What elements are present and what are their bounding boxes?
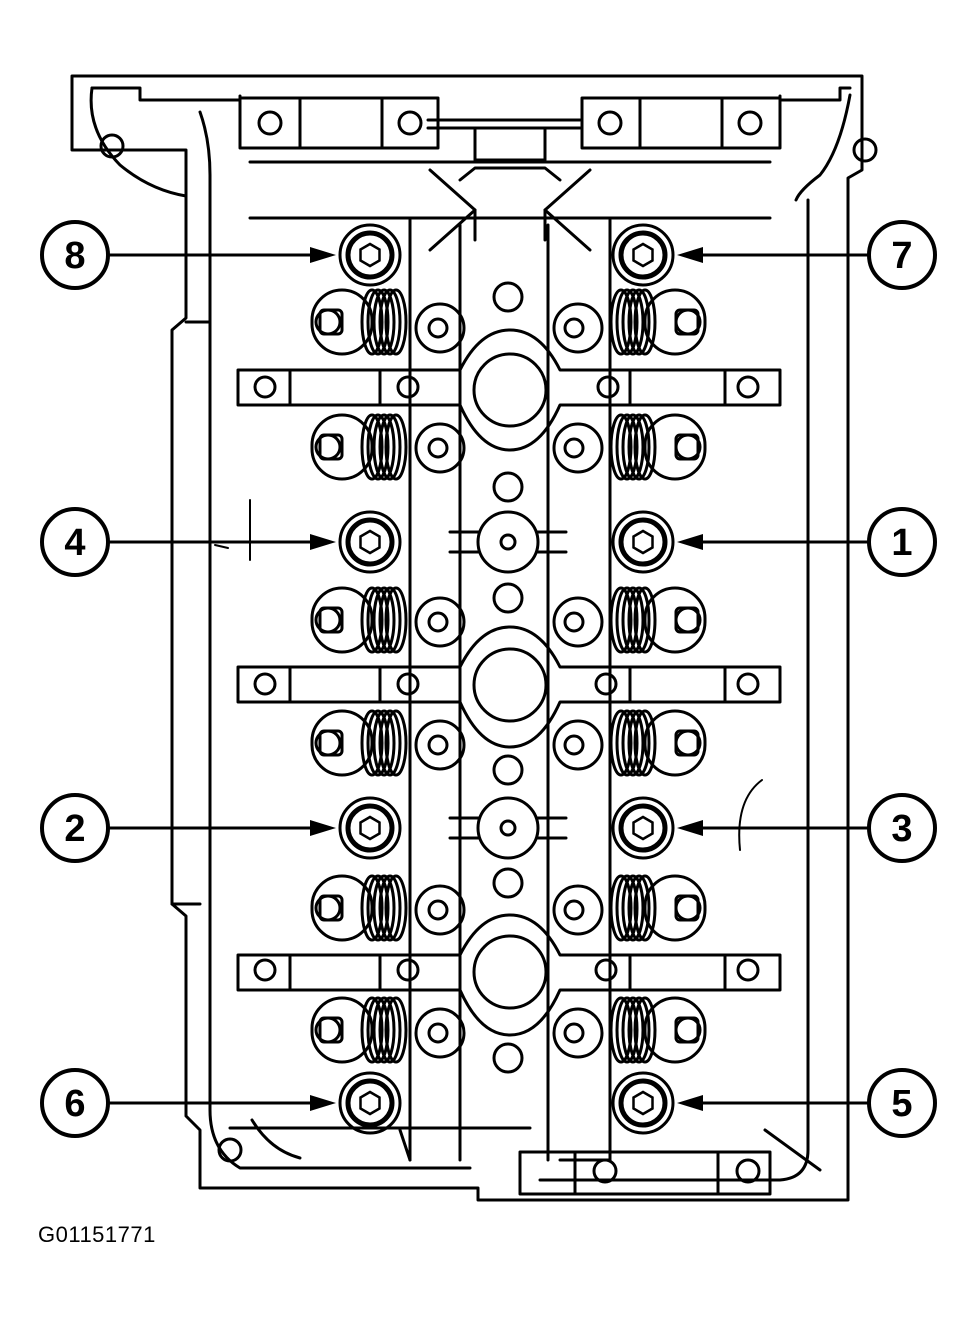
- bottom-bearing-cap: [518, 1150, 772, 1196]
- valve-spring-right-3: [609, 586, 707, 654]
- head-bolt-1: [611, 510, 675, 574]
- arrow-head: [310, 820, 336, 836]
- corner-hole-top-left: [99, 133, 125, 159]
- callout-8: 8: [40, 220, 336, 290]
- figure-id: G01151771: [38, 1222, 156, 1247]
- valve-spring-left-6: [310, 996, 408, 1064]
- arrow-head: [310, 247, 336, 263]
- callout-6: 6: [40, 1068, 336, 1138]
- arrow-head: [310, 1095, 336, 1111]
- center-channel: [398, 218, 612, 1162]
- callout-5: 5: [677, 1068, 937, 1138]
- callout-2: 2: [40, 793, 336, 863]
- head-bolt-8: [338, 223, 402, 287]
- valve-spring-left-1: [310, 288, 408, 356]
- cam-bridge-2: [236, 625, 782, 749]
- cam-bridge-1: [236, 328, 782, 452]
- callout-4: 4: [40, 507, 336, 577]
- head-bolt-3: [611, 796, 675, 860]
- valve-spring-right-4: [609, 709, 707, 777]
- arrow-head: [677, 534, 703, 550]
- bolt-callouts: 8 7 4 1 2 3 6 5: [40, 220, 937, 1138]
- head-bolt-2: [338, 796, 402, 860]
- valve-spring-right-6: [609, 996, 707, 1064]
- callout-label: 8: [64, 235, 85, 277]
- head-bolt-4: [338, 510, 402, 574]
- bridge-lobes: [414, 302, 604, 1059]
- callout-label: 6: [64, 1083, 85, 1125]
- valve-spring-right-2: [609, 413, 707, 481]
- cam-bridge-3: [236, 913, 782, 1037]
- valve-spring-left-2: [310, 413, 408, 481]
- valve-spring-left-5: [310, 874, 408, 942]
- side-guides: [214, 499, 763, 851]
- callout-label: 1: [891, 522, 912, 564]
- arrow-head: [677, 820, 703, 836]
- callout-label: 2: [64, 808, 85, 850]
- arrow-head: [310, 534, 336, 550]
- head-bolt-5: [611, 1071, 675, 1135]
- center-holes: [448, 281, 568, 1074]
- callout-3: 3: [677, 793, 937, 863]
- valve-spring-right-1: [609, 288, 707, 356]
- callout-label: 3: [891, 808, 912, 850]
- head-bolt-6: [338, 1071, 402, 1135]
- top-bearing-cap-left: [238, 96, 440, 150]
- head-bolt-7: [611, 223, 675, 287]
- callout-label: 7: [891, 235, 912, 277]
- head-inner-lines: [248, 118, 772, 252]
- arrow-head: [677, 247, 703, 263]
- callout-7: 7: [677, 220, 937, 290]
- callout-label: 5: [891, 1083, 912, 1125]
- head-outline: [70, 74, 864, 1202]
- valve-spring-right-5: [609, 874, 707, 942]
- corner-hole-bottom-left: [217, 1137, 243, 1163]
- valve-spring-left-3: [310, 586, 408, 654]
- head-bolts: [338, 223, 675, 1135]
- top-bearing-cap-right: [580, 96, 782, 150]
- arrow-head: [677, 1095, 703, 1111]
- corner-hole-top-right: [852, 137, 878, 163]
- valve-spring-left-4: [310, 709, 408, 777]
- callout-1: 1: [677, 507, 937, 577]
- callout-label: 4: [64, 522, 85, 564]
- valve-springs: [310, 288, 707, 1064]
